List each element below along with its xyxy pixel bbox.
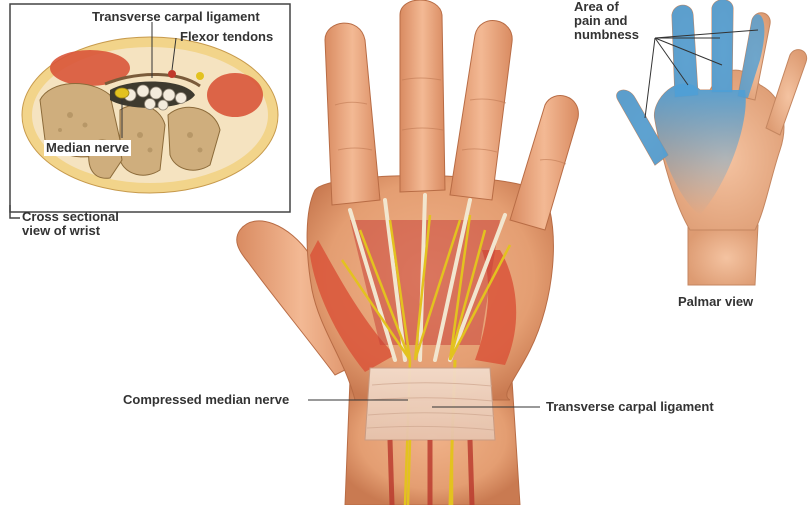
label-median-nerve: Median nerve	[44, 140, 131, 156]
transverse-carpal-ligament	[365, 368, 495, 440]
palmar-view-hand	[617, 0, 807, 285]
label-area-line2: pain and	[574, 14, 627, 28]
label-palmar-view: Palmar view	[678, 295, 753, 309]
label-transverse-carpal-ligament-main: Transverse carpal ligament	[546, 400, 714, 414]
ring-finger	[450, 21, 512, 200]
label-cross-sectional-line1: Cross sectional	[22, 210, 119, 224]
label-area-line1: Area of	[574, 0, 619, 14]
index-finger	[325, 23, 380, 205]
label-cross-sectional-line2: view of wrist	[22, 224, 100, 238]
label-compressed-median-nerve: Compressed median nerve	[123, 393, 289, 407]
middle-finger	[400, 0, 445, 192]
little-finger	[510, 96, 578, 230]
label-flexor-tendons: Flexor tendons	[180, 30, 273, 44]
label-area-line3: numbness	[574, 28, 639, 42]
label-transverse-carpal-ligament-inset: Transverse carpal ligament	[92, 10, 260, 24]
